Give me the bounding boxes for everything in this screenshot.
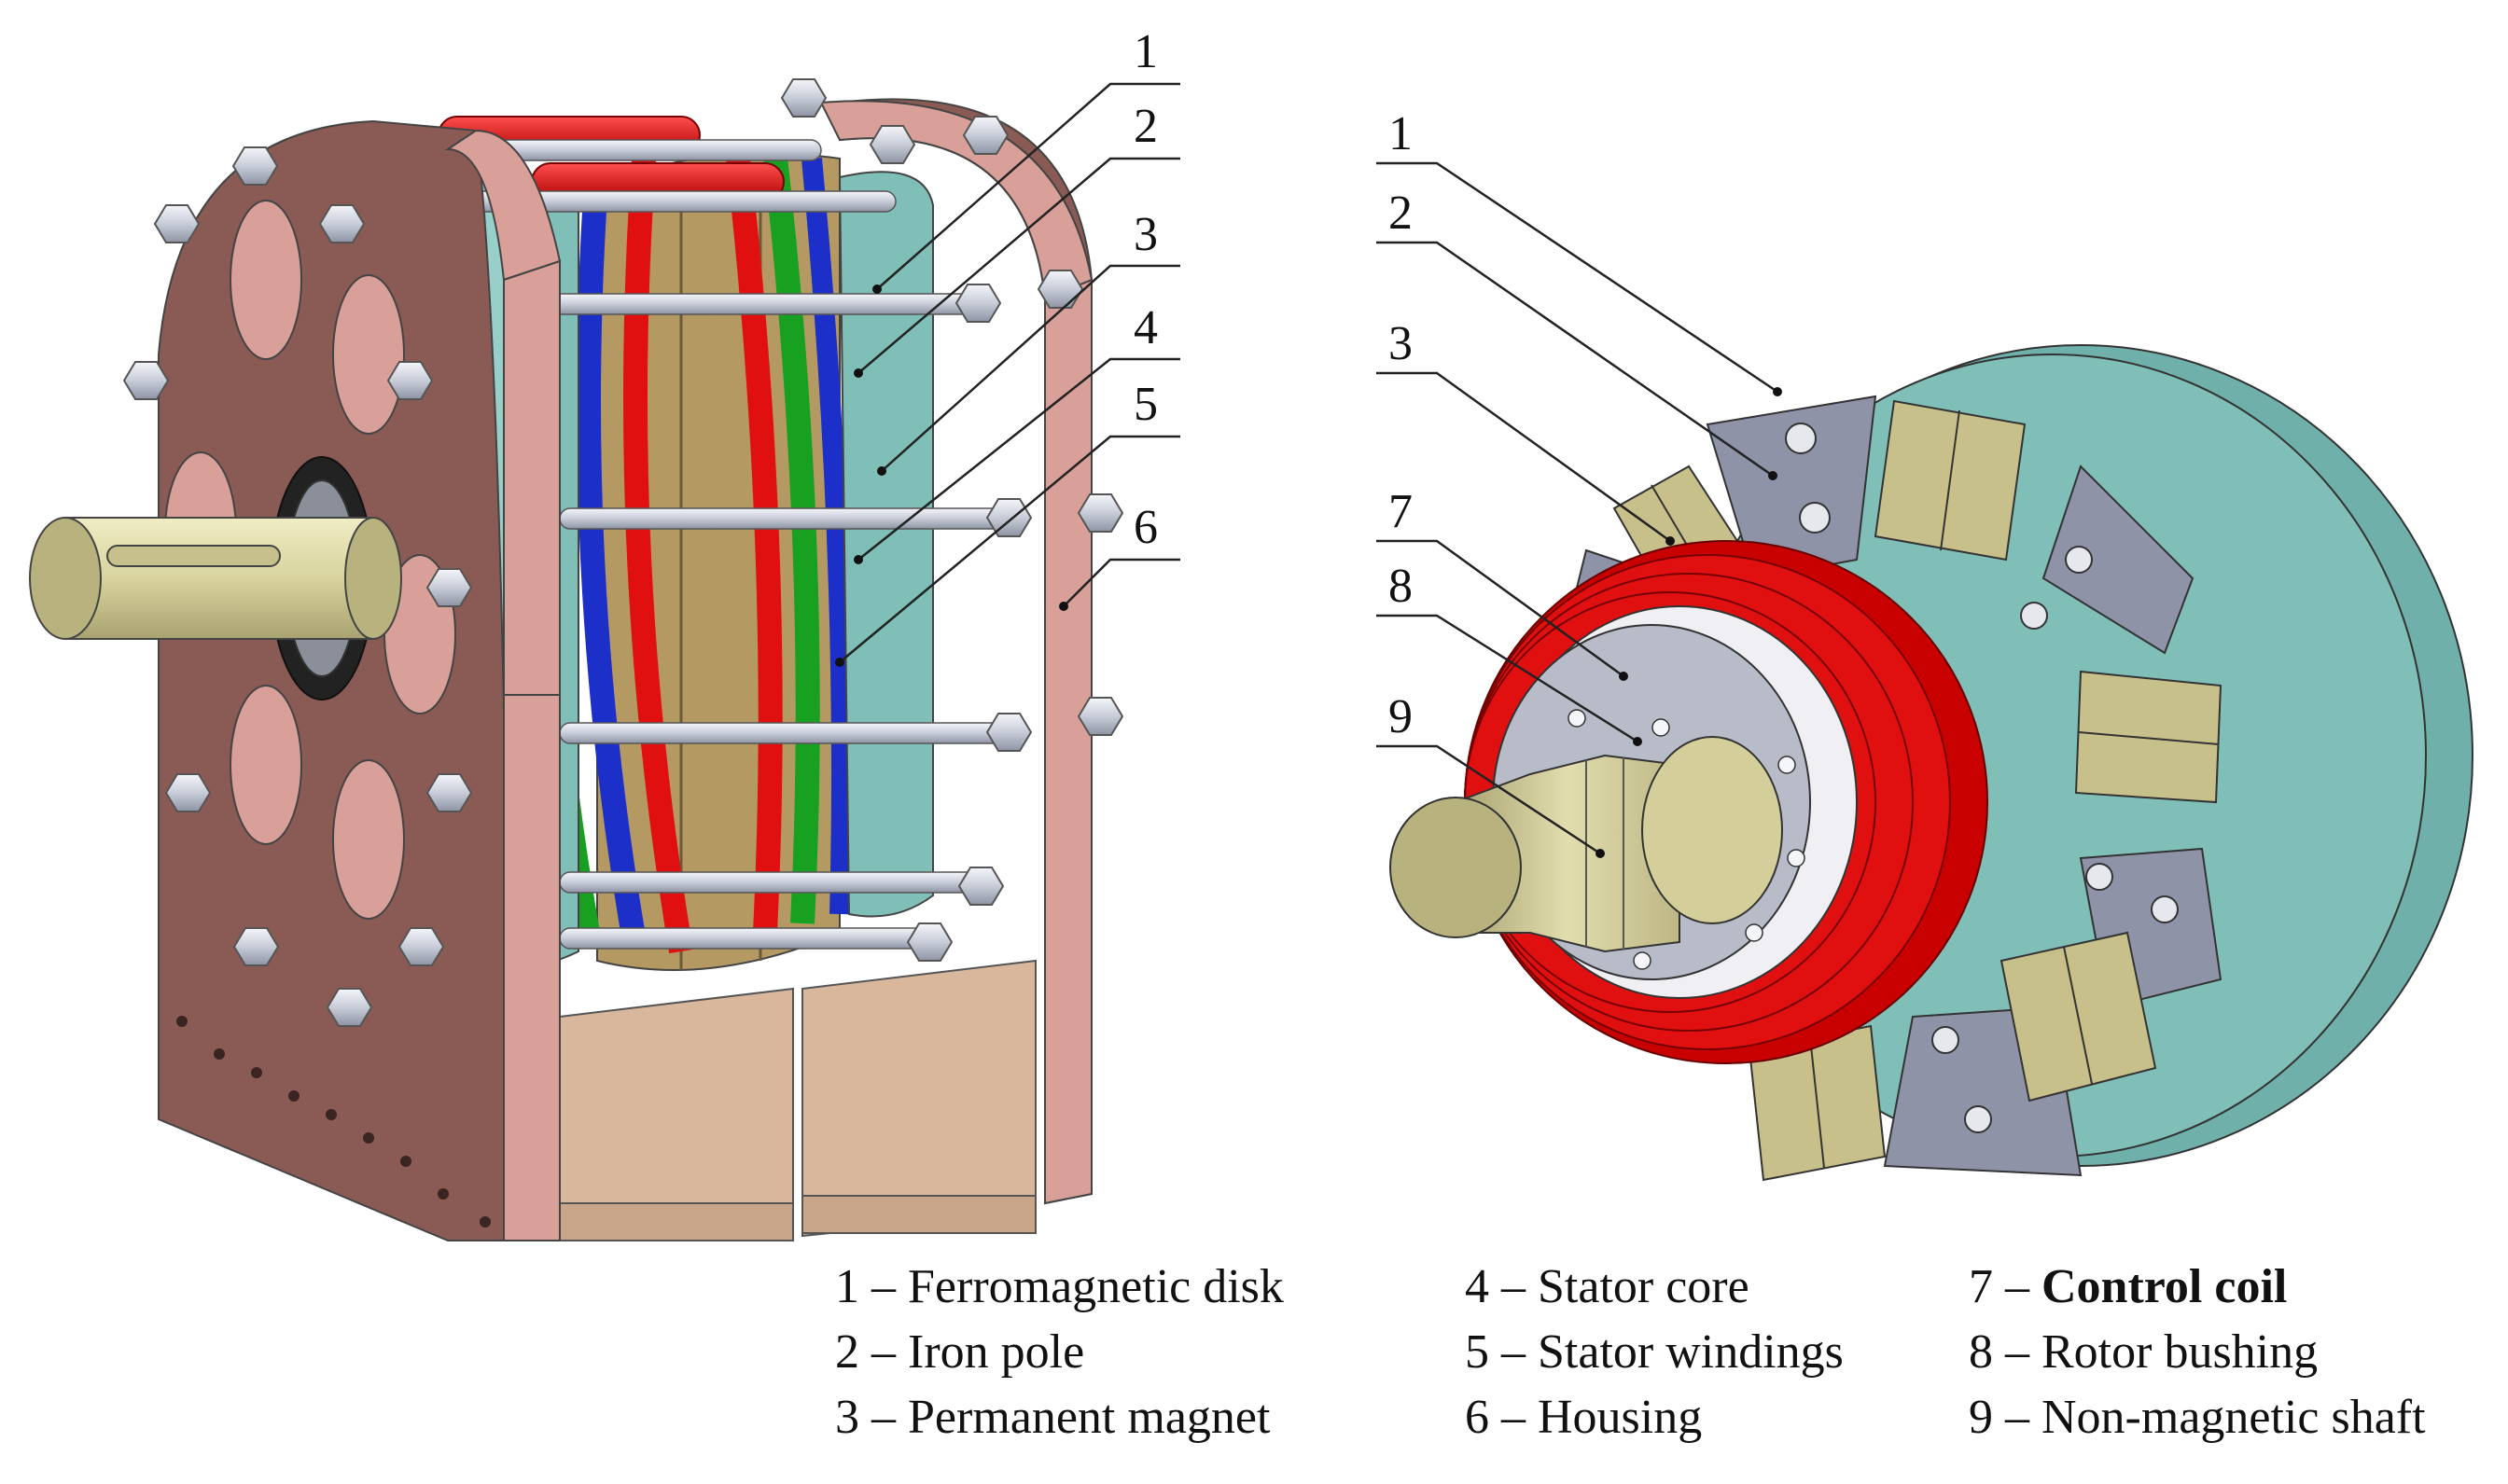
legend-dash: –: [1501, 1391, 1526, 1444]
legend-label: Stator windings: [1538, 1325, 1844, 1379]
legend-column-1: 1 – Ferromagnetic disk 2 – Iron pole 3 –…: [835, 1255, 1284, 1450]
legend-label: Permanent magnet: [908, 1391, 1271, 1444]
right-callout-9: 9: [1388, 690, 1413, 743]
legend-dash: –: [2005, 1260, 2029, 1313]
legend-item: 6 – Housing: [1465, 1385, 1844, 1450]
legend-label: Non-magnetic shaft: [2041, 1391, 2426, 1444]
legend-item: 5 – Stator windings: [1465, 1320, 1844, 1385]
legend-item: 7 – Control coil: [1969, 1255, 2426, 1320]
left-callout-6: 6: [1134, 501, 1158, 554]
hex-nuts: [122, 78, 1124, 1027]
legend-num: 1: [835, 1260, 859, 1313]
stator-windings: [530, 147, 852, 954]
legend-label-bold: Control coil: [2041, 1260, 2288, 1313]
legend-num: 3: [835, 1391, 859, 1444]
legend-column-3: 7 – Control coil 8 – Rotor bushing 9 – N…: [1969, 1255, 2426, 1450]
legend-item: 1 – Ferromagnetic disk: [835, 1255, 1284, 1320]
legend-item: 3 – Permanent magnet: [835, 1385, 1284, 1450]
right-leader-lines: [1376, 161, 1778, 855]
right-callout-2: 2: [1388, 187, 1413, 240]
left-callout-2: 2: [1134, 100, 1158, 153]
legend-dash: –: [871, 1325, 896, 1379]
right-callout-1: 1: [1388, 107, 1413, 160]
left-callout-3: 3: [1134, 208, 1158, 261]
right-callout-8: 8: [1388, 560, 1413, 613]
left-callout-5: 5: [1134, 378, 1158, 431]
legend-dash: –: [1501, 1260, 1526, 1313]
legend-dash: –: [1501, 1325, 1526, 1379]
left-callout-4: 4: [1134, 301, 1158, 354]
left-leader-lines: [839, 82, 1180, 663]
legend-dash: –: [871, 1391, 896, 1444]
legend-item: 2 – Iron pole: [835, 1320, 1284, 1385]
legend-label: Rotor bushing: [2041, 1325, 2319, 1379]
left-callout-numbers: 1 2 3 4 5 6: [1134, 25, 1158, 554]
left-callout-1: 1: [1134, 25, 1158, 78]
left-shaft: [29, 517, 402, 640]
legend-num: 9: [1969, 1391, 1993, 1444]
legend-num: 5: [1465, 1325, 1489, 1379]
legend-label: Stator core: [1538, 1260, 1749, 1313]
legend-dash: –: [871, 1260, 896, 1313]
legend-label: Housing: [1538, 1391, 1703, 1444]
legend-num: 2: [835, 1325, 859, 1379]
legend-num: 4: [1465, 1260, 1489, 1313]
base-plates: [559, 959, 1037, 1241]
right-callout-7: 7: [1388, 485, 1413, 538]
right-rotor-assembly: [1389, 344, 2473, 1182]
legend-item: 8 – Rotor bushing: [1969, 1320, 2426, 1385]
right-shaft: [1389, 736, 1783, 953]
legend-num: 6: [1465, 1391, 1489, 1444]
legend-label: Ferromagnetic disk: [908, 1260, 1284, 1313]
legend-num: 7: [1969, 1260, 1993, 1313]
right-callout-numbers: 1 2 3 7 8 9: [1388, 107, 1413, 743]
legend-label: Iron pole: [908, 1325, 1085, 1379]
legend-dash: –: [2005, 1391, 2029, 1444]
legend-item: 9 – Non-magnetic shaft: [1969, 1385, 2426, 1450]
right-callout-3: 3: [1388, 317, 1413, 370]
left-machine-assembly: [29, 78, 1124, 1241]
right-leader-dots: [1595, 387, 1782, 858]
legend-item: 4 – Stator core: [1465, 1255, 1844, 1320]
legend-column-2: 4 – Stator core 5 – Stator windings 6 – …: [1465, 1255, 1844, 1450]
left-leader-dots: [835, 284, 1068, 667]
legend-num: 8: [1969, 1325, 1993, 1379]
legend-dash: –: [2005, 1325, 2029, 1379]
